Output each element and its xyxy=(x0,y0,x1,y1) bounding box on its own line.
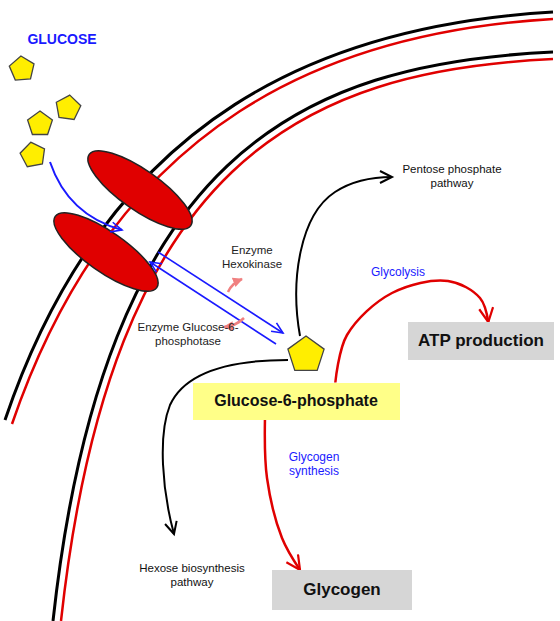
edge-label-box: Glycogen synthesis xyxy=(282,450,346,479)
membrane-line xyxy=(5,12,553,420)
glucose-molecule xyxy=(28,111,53,135)
pathway-label: Hexose biosynthesis pathway xyxy=(130,562,254,590)
edge-label: Glycolysis xyxy=(371,265,425,279)
node-text: Glycogen xyxy=(303,580,380,600)
enzyme-label: Enzyme Glucose-6-phosphotase xyxy=(124,321,252,349)
pathway-arrow xyxy=(296,177,392,336)
product-box: Glycogen xyxy=(272,570,412,610)
edge-label-box: Glycolysis xyxy=(358,262,438,280)
label-box: Enzyme Hexokinase xyxy=(213,244,291,272)
membrane-line xyxy=(12,19,553,424)
enzyme-pointer xyxy=(228,279,242,292)
glucose-molecule xyxy=(288,336,324,370)
glucose-molecule xyxy=(56,95,81,119)
glucose-molecule xyxy=(20,142,44,167)
enzyme-label: Enzyme Hexokinase xyxy=(213,244,291,272)
node-text: ATP production xyxy=(418,331,544,351)
flow-arrow xyxy=(265,420,300,571)
node-text: Glucose-6-phosphate xyxy=(214,392,378,410)
edge-label: Glycogen synthesis xyxy=(282,450,346,479)
transporter xyxy=(44,200,169,304)
membrane-line xyxy=(61,59,553,621)
label-box: Pentose phosphate pathway xyxy=(396,163,508,191)
label-box: GLUCOSE xyxy=(7,30,117,48)
uptake-arrow xyxy=(50,162,122,230)
membrane-line xyxy=(53,52,553,621)
label-box: Enzyme Glucose-6-phosphotase xyxy=(124,321,252,349)
metabolite-box: Glucose-6-phosphate xyxy=(193,383,400,420)
product-box: ATP production xyxy=(408,322,554,360)
glucose-molecule xyxy=(9,56,34,80)
molecule-label: GLUCOSE xyxy=(27,31,96,48)
pathway-label: Pentose phosphate pathway xyxy=(396,163,508,191)
label-box: Hexose biosynthesis pathway xyxy=(130,562,254,590)
